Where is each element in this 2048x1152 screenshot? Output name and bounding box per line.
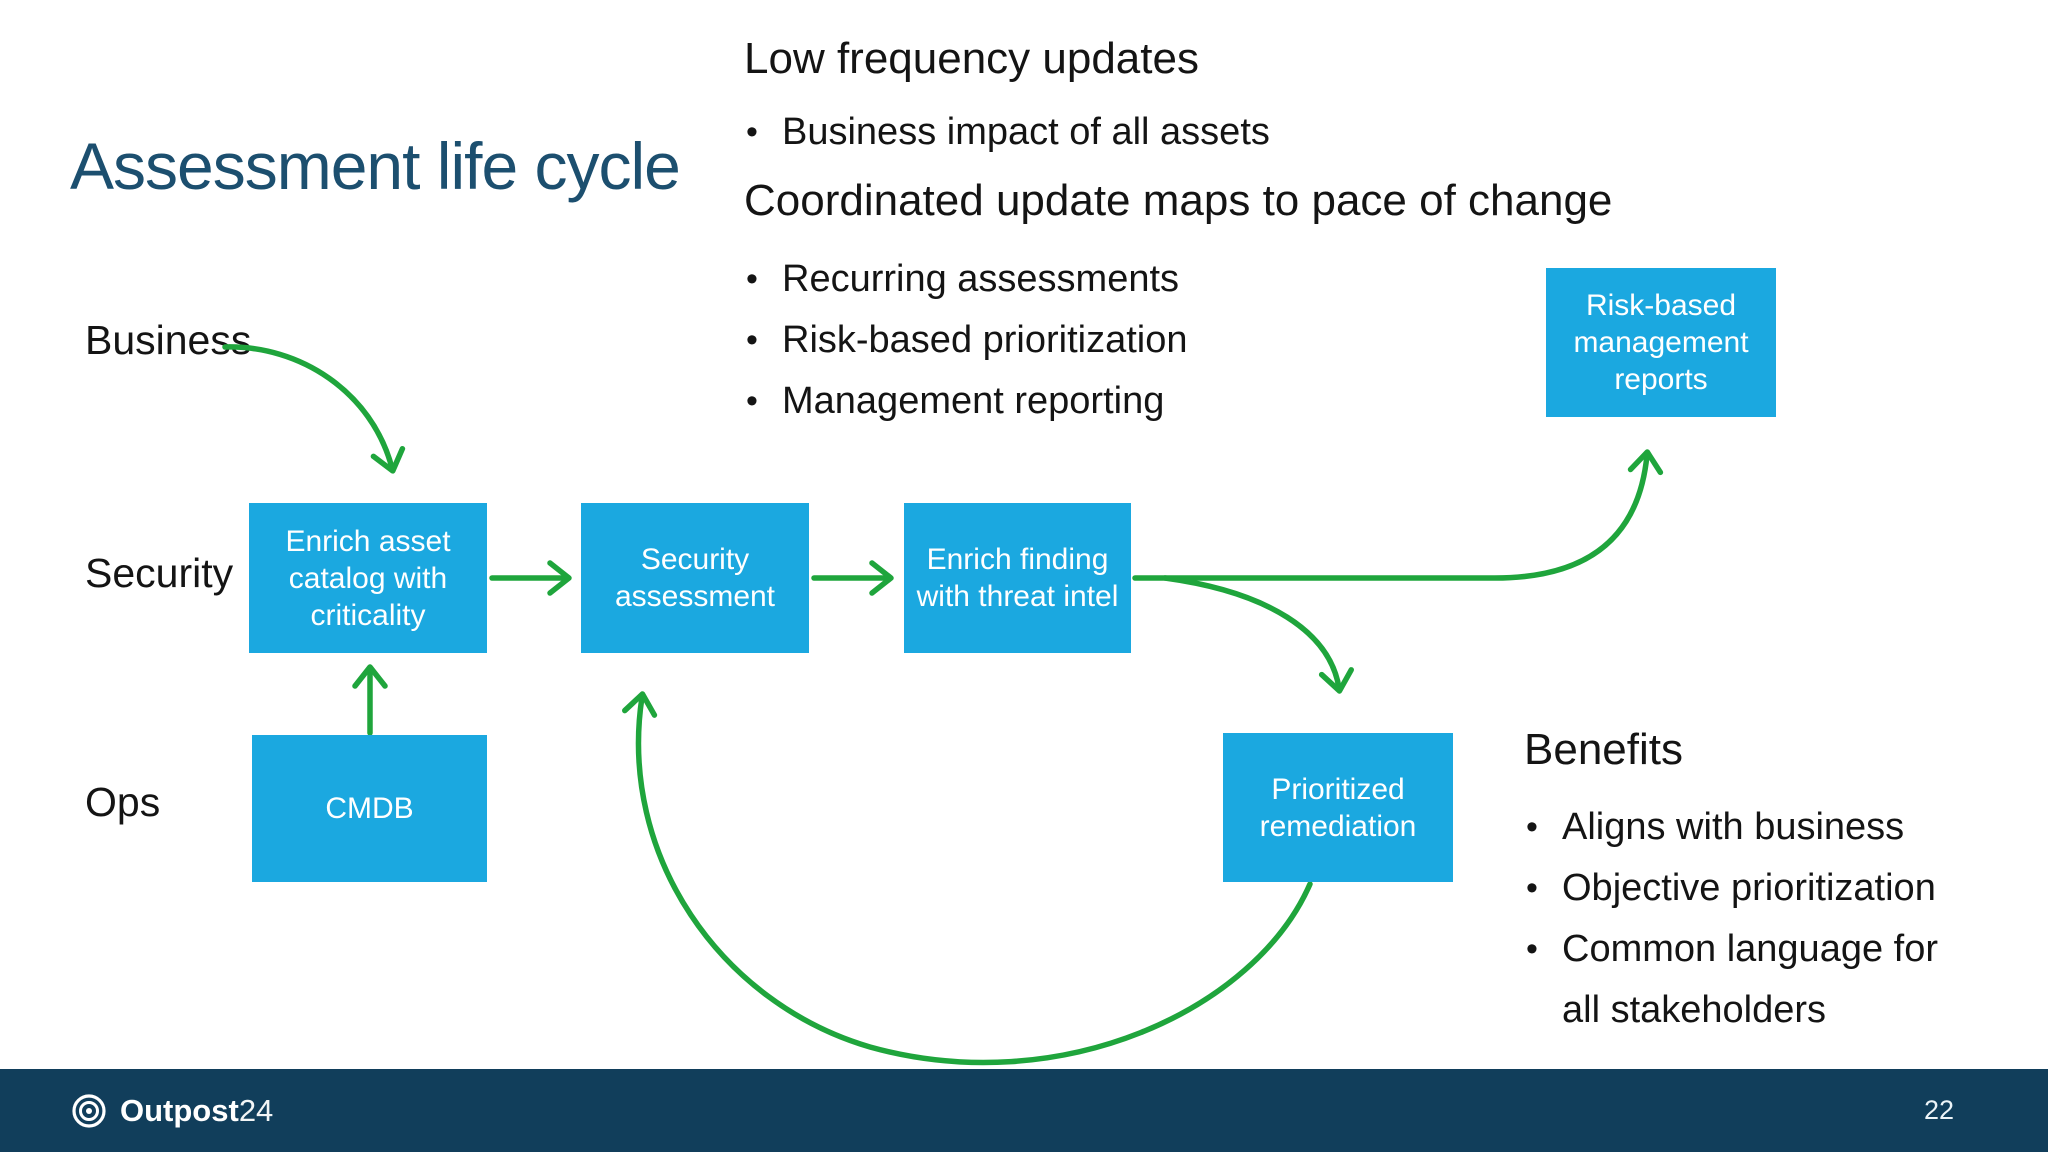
box-cmdb: CMDB <box>252 735 487 882</box>
bullet-list-coordinated: Recurring assessmentsRisk-based prioriti… <box>744 249 1188 432</box>
lane-label-ops: Ops <box>85 779 161 825</box>
bullet-item: Management reporting <box>744 371 1188 432</box>
arrow-enrich-finding-to-risk-reports <box>1132 449 1664 581</box>
bullet-item: Aligns with business <box>1524 797 1976 858</box>
bullet-item: Objective prioritization <box>1524 858 1976 919</box>
heading-benefits: Benefits <box>1524 725 1683 774</box>
lane-label-business: Business <box>85 317 252 363</box>
box-security-assessment: Security assessment <box>581 503 809 653</box>
arrow-branch-to-prioritized-remediation <box>1162 575 1355 694</box>
bullet-item: Common language for all stakeholders <box>1524 919 1976 1041</box>
arrow-prioritized-back-to-security-assessment <box>622 691 1313 1066</box>
bullet-item: Risk-based prioritization <box>744 310 1188 371</box>
box-enrich-finding-threat-intel: Enrich finding with threat intel <box>904 503 1131 653</box>
brand-logo: Outpost24 <box>71 1093 273 1129</box>
box-risk-based-management-reports: Risk-based management reports <box>1546 268 1776 417</box>
page-number: 22 <box>1923 1095 1954 1125</box>
heading-coordinated-update: Coordinated update maps to pace of chang… <box>744 176 1613 225</box>
box-prioritized-remediation: Prioritized remediation <box>1223 733 1453 882</box>
box-enrich-asset-catalog: Enrich asset catalog with criticality <box>249 503 487 653</box>
heading-low-frequency-updates: Low frequency updates <box>744 34 1199 83</box>
page-title: Assessment life cycle <box>70 129 681 203</box>
bullet-item: Recurring assessments <box>744 249 1188 310</box>
lane-label-security: Security <box>85 550 234 596</box>
bullet-list-low-frequency: Business impact of all assets <box>744 102 1270 163</box>
footer-bar: Outpost24 22 <box>0 1069 2048 1152</box>
brand-name-bold: Outpost <box>120 1092 239 1128</box>
bullet-item: Business impact of all assets <box>744 102 1270 163</box>
outpost24-target-icon <box>72 1093 106 1128</box>
brand-name: Outpost24 <box>120 1093 273 1129</box>
brand-name-light: 24 <box>238 1092 274 1128</box>
bullet-list-benefits: Aligns with businessObjective prioritiza… <box>1524 797 1976 1041</box>
